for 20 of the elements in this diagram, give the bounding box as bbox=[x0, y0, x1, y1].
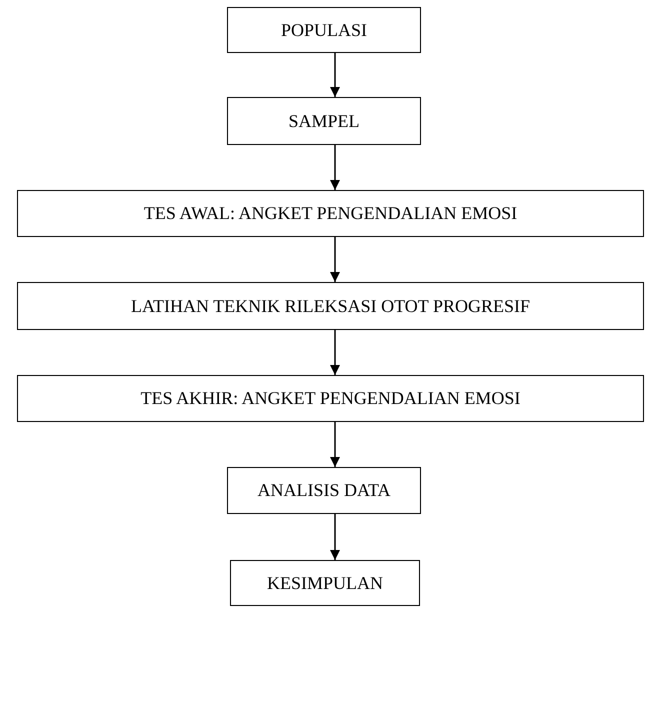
process-box bbox=[227, 467, 421, 514]
arrow bbox=[330, 330, 340, 375]
process-box bbox=[227, 97, 421, 145]
process-box bbox=[17, 282, 644, 330]
process-box bbox=[17, 375, 644, 422]
process-box bbox=[17, 190, 644, 237]
box-label: ANALISIS DATA bbox=[257, 480, 391, 501]
arrow bbox=[330, 422, 340, 467]
arrow bbox=[330, 514, 340, 560]
process-box bbox=[227, 7, 421, 53]
box-label: TES AKHIR: ANGKET PENGENDALIAN EMOSI bbox=[140, 388, 520, 409]
arrow bbox=[330, 53, 340, 97]
box-label: SAMPEL bbox=[288, 110, 360, 132]
arrow bbox=[330, 145, 340, 190]
process-box bbox=[230, 560, 420, 606]
box-label: TES AWAL: ANGKET PENGENDALIAN EMOSI bbox=[144, 203, 518, 224]
box-label: POPULASI bbox=[280, 20, 368, 40]
box-label: LATIHAN TEKNIK RILEKSASI OTOT PROGRESIF bbox=[130, 296, 530, 316]
arrow bbox=[330, 237, 340, 282]
box-label: KESIMPULAN bbox=[266, 572, 383, 594]
